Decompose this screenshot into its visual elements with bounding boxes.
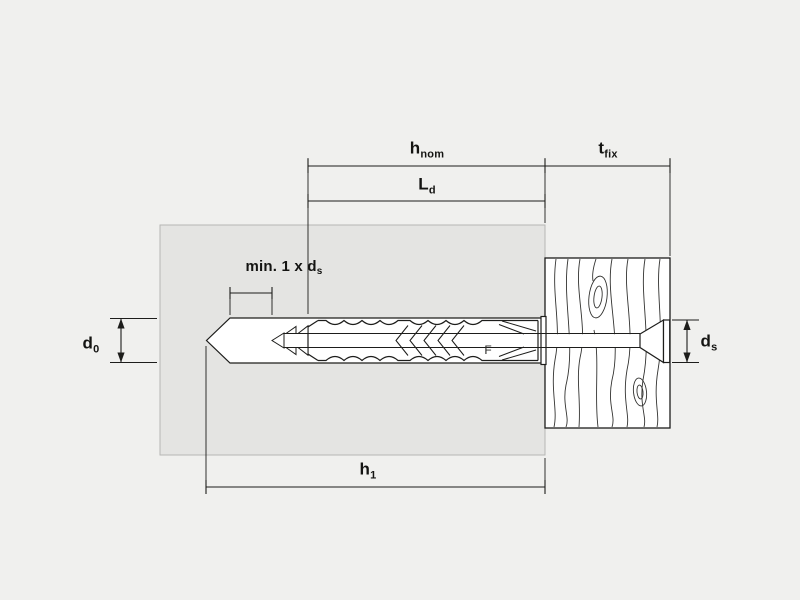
min-ds-sub: s — [316, 266, 323, 277]
dim-label-min-ds: min. 1 x ds — [246, 259, 323, 277]
h-nom-base: h — [409, 138, 421, 158]
dim-label-ds: ds — [701, 333, 718, 354]
ds-sub: s — [711, 341, 718, 354]
dim-ds — [672, 319, 699, 363]
screw-shank — [284, 332, 640, 349]
anchor-mark-text: F — [484, 343, 492, 357]
fixture-board — [544, 257, 671, 429]
expansion-anchor — [307, 315, 547, 366]
wall-block — [159, 224, 546, 456]
anchor-barbs — [498, 320, 537, 361]
anchor-nose — [307, 319, 319, 362]
dim-label-l-d: Ld — [418, 176, 436, 197]
anchor-bottom-edge — [318, 355, 538, 362]
drill-hole — [205, 317, 545, 364]
dim-label-h-nom: hnom — [410, 140, 444, 161]
screw — [271, 324, 640, 357]
l-d-sub: d — [428, 184, 436, 197]
h1-base: h — [359, 459, 371, 479]
dim-h1 — [205, 346, 546, 494]
anchor-chevrons — [395, 325, 465, 356]
ds-base: d — [700, 331, 712, 351]
screw-channel — [545, 334, 640, 347]
t-fix-base: t — [598, 138, 605, 158]
head-face — [662, 319, 671, 364]
d0-sub: 0 — [93, 343, 100, 356]
h-nom-sub: nom — [420, 148, 445, 161]
dim-d0 — [110, 318, 157, 363]
dimensions — [110, 158, 699, 494]
dim-label-d0: d0 — [83, 335, 100, 356]
t-fix-sub: fix — [604, 148, 618, 161]
screw-head — [639, 318, 671, 364]
anchor-top-edge — [318, 319, 538, 326]
extension-lines-top — [307, 158, 671, 314]
h1-sub: 1 — [370, 469, 377, 482]
dim-label-h1: h1 — [360, 461, 377, 482]
l-d-base: L — [418, 174, 429, 194]
dim-min-ds — [229, 287, 273, 315]
min-ds-base: min. 1 x d — [245, 258, 317, 275]
dim-label-t-fix: tfix — [598, 140, 617, 161]
screw-threads — [271, 324, 309, 357]
anchor-brand-mark: F — [484, 344, 491, 356]
anchor-flange — [540, 315, 547, 366]
d0-base: d — [82, 333, 94, 353]
